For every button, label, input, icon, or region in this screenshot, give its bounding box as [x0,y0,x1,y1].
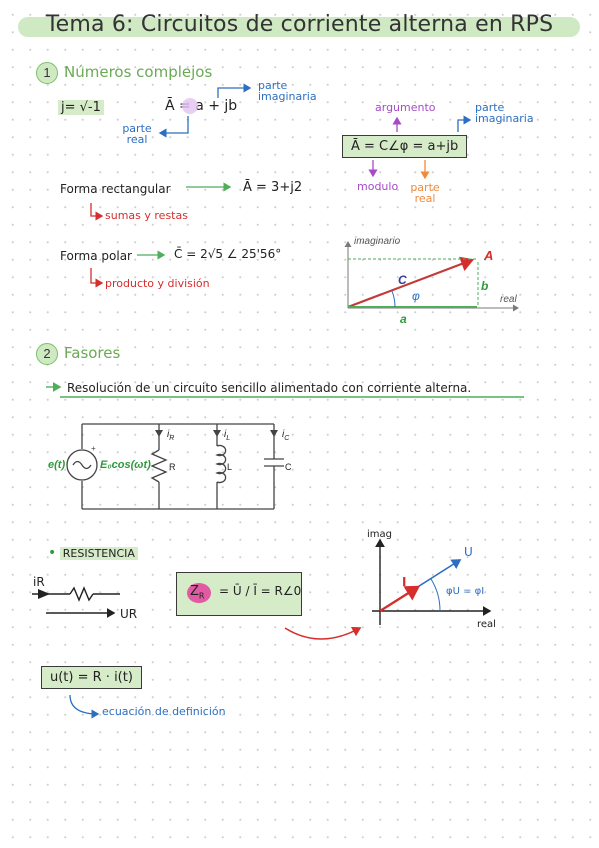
arrow-iR [155,430,163,437]
section-title: Números complejos [64,63,213,81]
phasor-imag-label: imag [367,529,392,540]
phasor-angle-label: φU = φI [446,586,485,597]
ohm-note-arrow [69,694,100,719]
phasor-I-vector [379,585,421,613]
polar-form-value: C̄ = 2√5 ∠ 25'56° [174,247,282,261]
section-2-intro: Resolución de un circuito sencillo alime… [67,381,472,395]
label-parte-real-2: parte real [410,181,440,205]
arrow-iL [213,430,221,437]
resistor-schematic [32,586,120,618]
label-modulo: modulo [357,180,399,193]
label-parte-imaginaria-2: parte imaginaria [475,101,534,125]
circuit-source-expr: E₀cos(ωt) [100,459,151,471]
inductor-label: L [227,462,233,472]
a-expression: Ā = a + jb [165,98,238,114]
boxed-complex-formula: Ā = C∠φ = a+jb [342,135,468,158]
angle-arc [391,290,396,308]
res-voltage-label: UR [120,607,138,621]
page-title: Tema 6: Circuitos de corriente alterna e… [45,12,554,37]
phasor-real-label: real [477,619,496,630]
diagram-label-A: A [484,248,494,263]
section-number: 1 [36,62,58,84]
arrow-parte-real [158,116,189,138]
res-current-label: iR [33,575,45,589]
arrow-rect-note [90,203,104,221]
label-parte-real: parte real [122,122,152,146]
current-iR: iR [167,429,175,442]
phasor-U-label: U [464,545,473,559]
impedance-highlight [187,583,211,603]
arrow-parte-imaginaria-2 [457,115,472,132]
diagram-label-imaginario: imaginario [354,236,401,247]
rect-form-note: sumas y restas [105,209,188,222]
section-2-heading: 2 Fasores [36,343,120,365]
diagram-label-C: C [398,273,407,287]
arrow-parte-imaginaria [217,83,252,98]
impedance-equation: = Ū / Ī = R∠0 [219,584,302,598]
red-curved-arrow [284,627,362,640]
capacitor-label: C [285,462,292,472]
label-argumento: argumento [375,101,436,114]
arrow-polar-note [90,268,104,288]
section-number: 2 [36,343,58,365]
label-parte-imaginaria: parte imaginaria [258,79,317,103]
ohm-law-note: ecuación de definición [102,705,226,718]
section-1-heading: 1 Números complejos [36,62,212,84]
polar-form-note: producto y división [105,277,210,290]
polar-form-label: Forma polar [60,249,132,263]
diagram-label-phi: φ [412,289,420,303]
circuit-source-label: e(t) [48,459,66,471]
a-highlight [182,98,198,114]
rect-form-value: Ā = 3+j2 [243,180,303,195]
phasor-angle-arc [430,578,441,612]
diagram-label-a: a [400,312,407,326]
phasor-I-label: I [402,575,407,589]
title-highlight [18,17,580,37]
current-iL: iL [224,429,231,442]
j-definition: j= √-1 [58,100,104,115]
arrow-iC [270,430,278,437]
res-current-arrow [38,589,50,599]
circuit-diagram [66,423,284,510]
section-title: Fasores [64,344,121,362]
rect-form-label: Forma rectangular [60,182,171,196]
source-plus: + [91,444,96,453]
impedance-symbol: ZR [190,584,205,601]
vector-C [347,256,475,309]
diagram-label-real: real [500,294,517,305]
resistor-label: R [169,462,176,472]
current-iC: iC [282,429,290,442]
resistencia-heading: • RESISTENCIA [48,545,138,561]
diagram-label-b: b [481,279,489,293]
ohm-law-box: u(t) = R · i(t) [41,666,142,689]
